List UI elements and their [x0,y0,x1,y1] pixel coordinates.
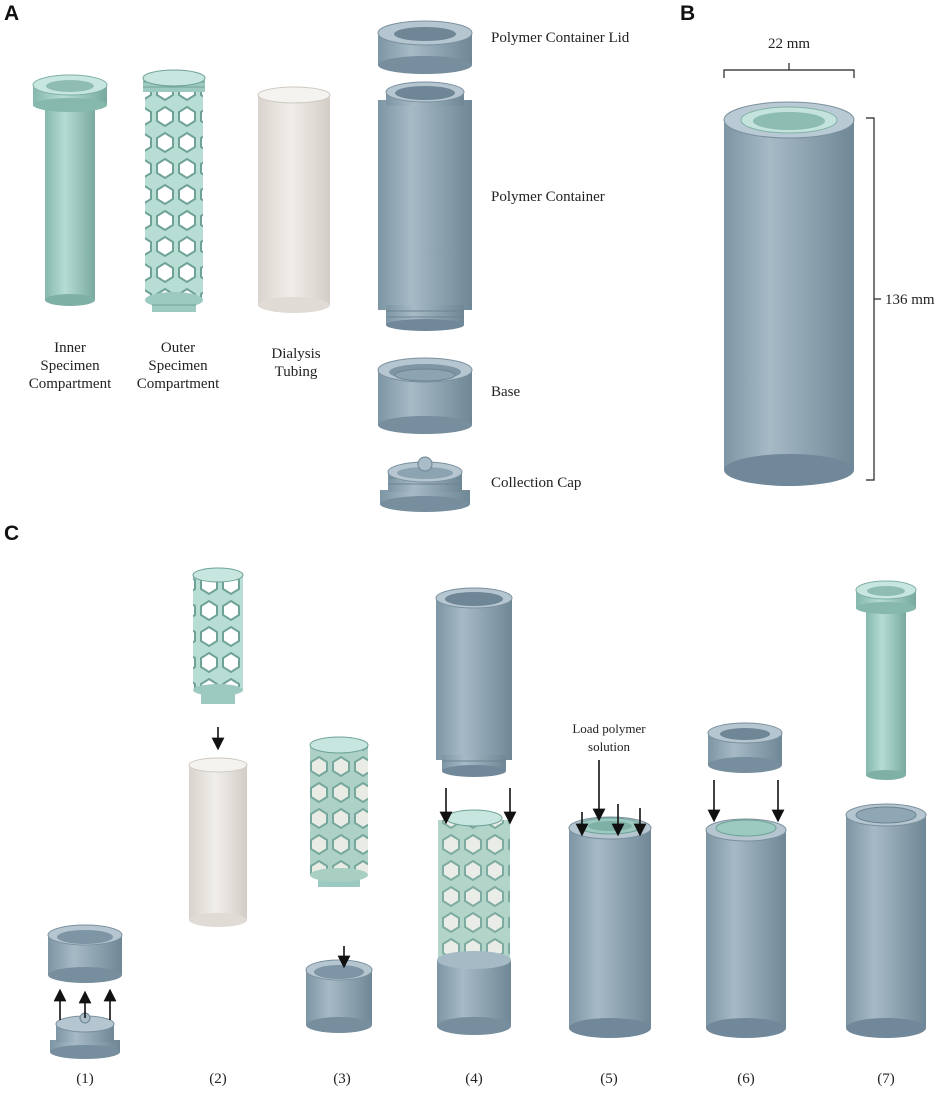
svg-text:Specimen: Specimen [148,358,208,374]
step-label-3: (3) [333,1071,351,1087]
svg-text:Dialysis: Dialysis [271,346,320,362]
load-polymer-label-line1: Load polymer [572,721,646,736]
step-label-2: (2) [209,1071,227,1087]
assembled-device-drawing [723,101,855,486]
step-label-1: (1) [76,1071,94,1087]
height-dimension-label: 136 mm [885,292,935,308]
polymer-container-drawing [378,81,472,331]
step-5-drawing [568,816,652,1038]
step-6-drawing [705,722,787,1038]
svg-text:Inner: Inner [54,340,86,356]
step-label-6: (6) [737,1071,755,1087]
step-label-4: (4) [465,1071,483,1087]
width-dimension-label: 22 mm [768,36,810,52]
step-4-drawing [435,587,513,1035]
outer-specimen-compartment-drawing [142,69,206,312]
polymer-container-lid-drawing [377,20,473,74]
inner-specimen-compartment-drawing [32,74,108,306]
collection-cap-drawing [380,456,470,512]
svg-text:Tubing: Tubing [275,364,318,380]
inner-specimen-label: Inner Specimen Compartment [29,340,112,392]
step-5-arrows [575,760,647,837]
collection-cap-label: Collection Cap [491,475,581,491]
load-polymer-label-line2: solution [588,739,630,754]
svg-text:Compartment: Compartment [29,376,112,392]
height-dimension-bracket [866,117,881,481]
base-label: Base [491,384,521,400]
step-4-arrows [439,788,517,825]
panel-a-letter: A [4,2,19,25]
width-dimension-bracket [723,63,855,78]
panel-b-letter: B [680,2,695,25]
step-3-drawing [305,736,373,1033]
step-label-7: (7) [877,1071,895,1087]
step-1-drawing [47,924,123,1059]
polymer-container-label: Polymer Container [491,189,605,205]
svg-text:Specimen: Specimen [40,358,100,374]
step-7-drawing [845,580,927,1038]
step-label-5: (5) [600,1071,618,1087]
base-drawing [377,357,473,434]
outer-specimen-label: Outer Specimen Compartment [137,340,220,392]
panel-c-letter: C [4,522,19,545]
step-1-arrows [53,988,117,1020]
dialysis-tubing-drawing [257,86,331,313]
svg-text:Compartment: Compartment [137,376,220,392]
polymer-container-lid-label: Polymer Container Lid [491,30,630,46]
step-6-arrows [707,780,785,823]
step-2-drawing [188,567,248,927]
svg-text:Outer: Outer [161,340,195,356]
dialysis-tubing-label: Dialysis Tubing [271,346,320,380]
